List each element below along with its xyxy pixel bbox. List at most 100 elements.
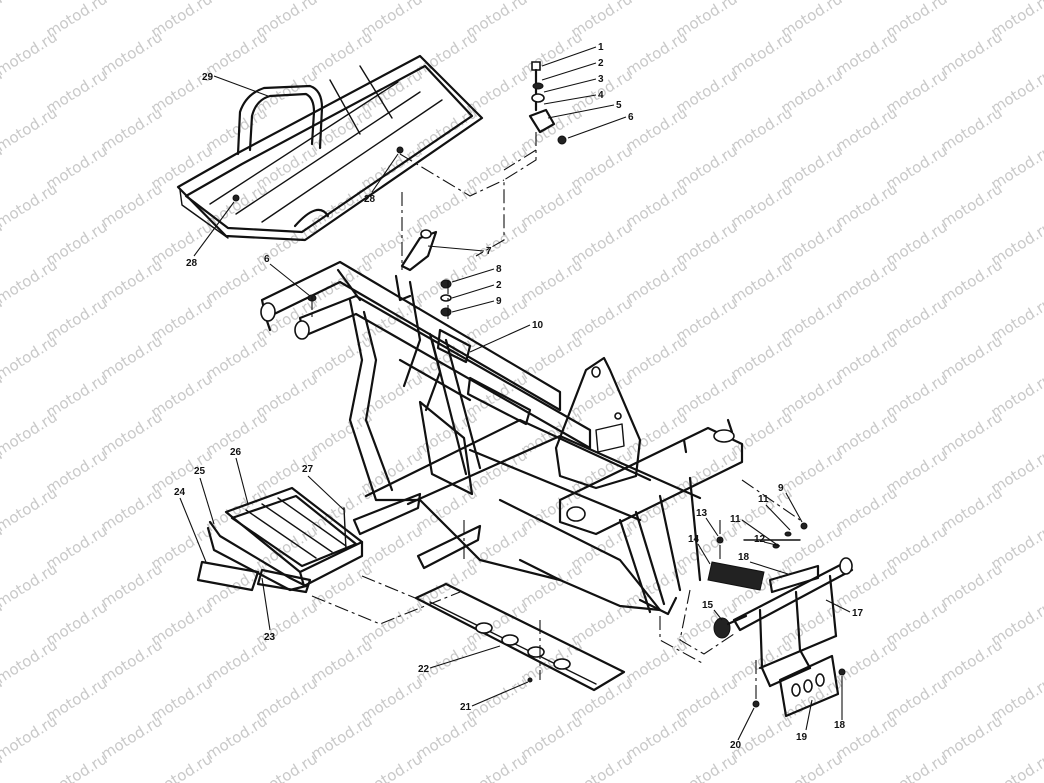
watermark-text: motod.ru (728, 180, 796, 232)
callout-2: 2 (598, 58, 604, 69)
callout-24: 24 (174, 487, 186, 498)
watermark-text: motod.ru (938, 28, 1006, 80)
watermark-text: motod.ru (728, 332, 796, 384)
leader-line (179, 497, 207, 563)
leader-line (451, 268, 495, 283)
callout-1: 1 (598, 42, 604, 53)
callout-23: 23 (264, 632, 276, 643)
watermark-text: motod.ru (308, 484, 376, 536)
footrest-assembly (196, 486, 364, 594)
watermark-text: motod.ru (148, 750, 216, 783)
callout-9: 9 (496, 296, 502, 307)
watermark-text: motod.ru (0, 712, 60, 764)
watermark-text: motod.ru (0, 104, 60, 156)
watermark-text: motod.ru (623, 332, 691, 384)
watermark-text: motod.ru (623, 636, 691, 688)
watermark-text: motod.ru (833, 28, 901, 80)
watermark-text: motod.ru (883, 750, 951, 783)
watermark-text: motod.ru (0, 28, 60, 80)
leader-line (213, 75, 269, 97)
watermark-text: motod.ru (728, 104, 796, 156)
watermark-text: motod.ru (0, 0, 60, 3)
watermark-text: motod.ru (938, 560, 1006, 612)
leader-line (307, 475, 345, 511)
callout-6b: 6 (264, 254, 270, 265)
watermark-text: motod.ru (98, 104, 166, 156)
watermark-text: motod.ru (413, 636, 481, 688)
watermark-text: motod.ru (98, 332, 166, 384)
watermark-text: motod.ru (98, 256, 166, 308)
leader-line (427, 245, 485, 252)
watermark-text: motod.ru (623, 560, 691, 612)
leader-line (471, 681, 529, 707)
watermark-text: motod.ru (203, 636, 271, 688)
watermark-text: motod.ru (518, 28, 586, 80)
watermark-text: motod.ru (728, 28, 796, 80)
callout-13: 13 (696, 508, 708, 519)
watermark-text: motod.ru (833, 104, 901, 156)
watermark-text: motod.ru (518, 104, 586, 156)
watermark-text: motod.ru (623, 712, 691, 764)
callout-18a: 18 (738, 552, 750, 563)
leader-line (235, 457, 249, 505)
callout-18b: 18 (834, 720, 846, 731)
watermark-text: motod.ru (518, 332, 586, 384)
callout-29: 29 (202, 72, 214, 83)
watermark-text: motod.ru (0, 180, 60, 232)
watermark-text: motod.ru (938, 180, 1006, 232)
leader-line (785, 492, 803, 523)
leader-line (541, 62, 597, 81)
watermark-text: motod.ru (98, 560, 166, 612)
watermark-text: motod.ru (623, 180, 691, 232)
watermark-text: motod.ru (0, 0, 5, 41)
leader-line (567, 116, 627, 139)
callout-25: 25 (194, 466, 206, 477)
watermark-text: motod.ru (938, 408, 1006, 460)
leader-line (763, 541, 781, 547)
callout-12: 12 (754, 534, 766, 545)
leader-line (543, 78, 597, 93)
watermark-text: motod.ru (728, 256, 796, 308)
watermark-text: motod.ru (988, 750, 1044, 783)
watermark-text: motod.ru (938, 484, 1006, 536)
watermark-text: motod.ru (308, 712, 376, 764)
watermark-text: motod.ru (0, 636, 60, 688)
watermark-text: motod.ru (308, 332, 376, 384)
front-bumper-assembly (707, 522, 854, 718)
callout-11a: 11 (758, 494, 769, 505)
main-frame (260, 260, 744, 616)
watermark-text: motod.ru (308, 28, 376, 80)
leader-line (547, 104, 615, 119)
leader-line (749, 561, 789, 575)
leader-line (713, 609, 723, 621)
callout-2b: 2 (496, 280, 502, 291)
watermark-text: motod.ru (518, 256, 586, 308)
watermark-text: motod.ru (833, 484, 901, 536)
watermark-text: motod.ru (833, 408, 901, 460)
leader-line (199, 477, 215, 525)
watermark-text: motod.ru (673, 750, 741, 783)
leader-line (741, 519, 777, 545)
callout-10: 10 (532, 320, 544, 331)
watermark-text: motod.ru (253, 750, 321, 783)
watermark-text: motod.ru (833, 256, 901, 308)
watermark-text: motod.ru (833, 180, 901, 232)
callout-21: 21 (460, 702, 472, 713)
watermark-text: motod.ru (568, 750, 636, 783)
watermark-text: motod.ru (623, 28, 691, 80)
watermark-text: motod.ru (938, 332, 1006, 384)
callout-28a: 28 (364, 194, 376, 205)
leader-line (705, 517, 719, 537)
watermark-text: motod.ru (0, 332, 60, 384)
watermark-text: motod.ru (413, 180, 481, 232)
leader-line (805, 699, 813, 731)
leader-line (371, 153, 399, 193)
watermark-text: motod.ru (203, 256, 271, 308)
leader-line (193, 201, 235, 257)
callout-6: 6 (628, 112, 634, 123)
watermark-text: motod.ru (623, 256, 691, 308)
leader-line (541, 46, 597, 67)
watermark-text: motod.ru (938, 712, 1006, 764)
